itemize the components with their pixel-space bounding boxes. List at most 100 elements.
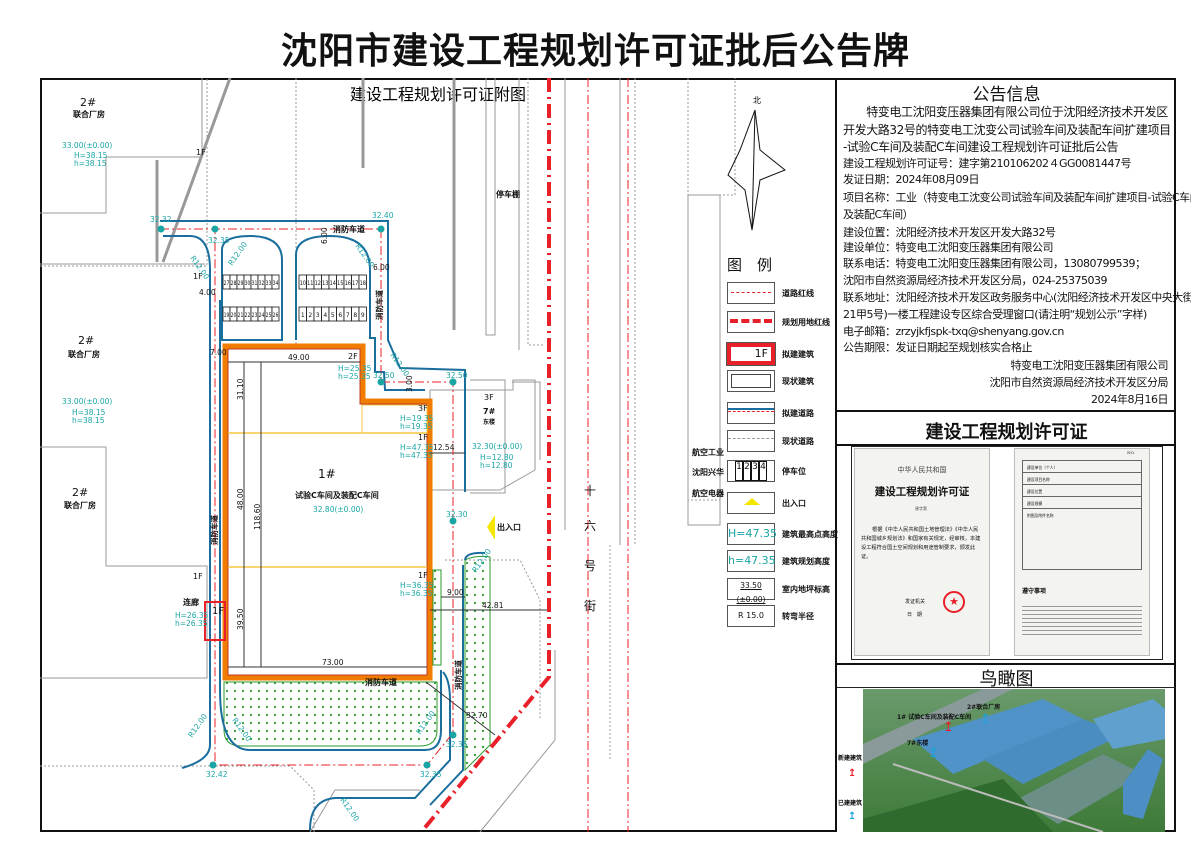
legend-label: 现状建筑 [782, 377, 814, 386]
parking-number: 25 [266, 312, 272, 319]
svg-text:联合厂房: 联合厂房 [73, 109, 105, 119]
divider [837, 663, 1176, 665]
permit-front-image: 中华人民共和国 建设工程规划许可证 建字第 根据《中华人民共和国土地管理法》《中… [854, 448, 990, 656]
parking-number: 5 [331, 312, 335, 319]
svg-text:6.00: 6.00 [373, 263, 390, 272]
svg-text:联合厂房: 联合厂房 [68, 349, 100, 359]
svg-text:h=19.35: h=19.35 [400, 422, 433, 431]
svg-text:32.50: 32.50 [446, 371, 468, 380]
new-building-marker-icon: ↥ [943, 720, 954, 735]
svg-text:h=36.35: h=36.35 [400, 589, 433, 598]
legend-proposed-building: 1F [726, 342, 776, 366]
permit-row: 建设规模 [1023, 497, 1141, 509]
svg-text:32.32: 32.32 [150, 215, 172, 224]
svg-text:31.10: 31.10 [236, 378, 245, 400]
existing-building-marker-icon: ↥ [928, 746, 939, 761]
legend-label: 建筑最高点高度 [782, 530, 838, 539]
svg-text:42.81: 42.81 [482, 601, 504, 610]
signature-bureau: 沈阳市自然资源局经济技术开发区分局 [989, 376, 1169, 389]
legend-label: 道路红线 [782, 289, 814, 298]
map-labels: 2# 联合厂房 2# 联合厂房 2# 联合厂房 1F 1F 1F 消防车道 消防… [64, 96, 725, 687]
aerial-view: 新建建筑 ↥ 已建建筑 ↥ 1# 试验C车间及装配C车间 2#联合厂房 7#东楼… [837, 687, 1176, 833]
legend-label: 拟建建筑 [782, 350, 814, 359]
parking-number: 16 [345, 280, 351, 287]
svg-text:h=47.35: h=47.35 [400, 451, 433, 460]
existing-building-label: 已建建筑 [838, 800, 863, 807]
parking-number: 32 [259, 280, 265, 287]
parking-number: 23 [252, 312, 258, 319]
svg-text:消防车道: 消防车道 [453, 660, 463, 690]
svg-text:h=12.80: h=12.80 [480, 461, 513, 470]
north-label: 北 [753, 96, 761, 105]
divider [837, 444, 1176, 446]
legend-label: 室内地坪标高 [782, 585, 830, 594]
permit-row: 建设位置 [1023, 485, 1141, 497]
parking-number: 10 [300, 280, 306, 287]
dimension-labels: 49.00 73.00 12.54 9.00 42.81 6.00 4.00 7… [199, 227, 504, 720]
legend-proposed-road [727, 402, 775, 424]
phone-cont: 沈阳市自然资源局经济技术开发区分局，024-25375039 [843, 274, 1107, 287]
permit-table: 建设单位（个人） 建设项目名称 建设位置 建设规模 附图及附件名称 [1022, 460, 1142, 570]
svg-text:消防车道: 消防车道 [333, 224, 365, 234]
svg-text:H=25.35: H=25.35 [338, 364, 372, 373]
notice-period: 公告期限：发证日期起至规划核实合格止 [843, 341, 1033, 354]
parking-number: 9 [361, 312, 365, 319]
svg-text:73.00: 73.00 [322, 658, 344, 667]
legend-road-red-line [727, 282, 775, 304]
email: 电子邮箱：zrzyjkfjspk-txq@shenyang.gov.cn [843, 325, 1064, 338]
seal-stamp-icon: ★ [943, 591, 965, 613]
svg-text:1F: 1F [193, 572, 203, 581]
legend-label: 拟建道路 [782, 409, 814, 418]
parking-number: 6 [338, 312, 342, 319]
svg-text:32.50: 32.50 [373, 371, 395, 380]
parking-number: 20 [231, 312, 237, 319]
parking-space [271, 306, 280, 322]
elevation-points [157, 225, 457, 769]
svg-text:停车棚: 停车棚 [496, 189, 520, 199]
svg-text:3.00: 3.00 [405, 375, 414, 392]
svg-text:R12.00: R12.00 [226, 240, 249, 267]
legend-parking-number: 1 [735, 461, 743, 481]
svg-text:32.30: 32.30 [446, 510, 468, 519]
permit-row: 建设单位（个人） [1023, 461, 1141, 473]
svg-text:联合厂房: 联合厂房 [64, 500, 96, 510]
svg-text:2#: 2# [80, 96, 96, 109]
parking-number: 24 [259, 312, 265, 319]
parking-number: 26 [273, 312, 279, 319]
svg-text:32.35: 32.35 [446, 740, 468, 749]
legend-label: 出入口 [782, 499, 806, 508]
compass-rose-icon [727, 109, 786, 231]
legend-label: 转弯半径 [782, 612, 814, 621]
permit-title: 建设工程规划许可证 [925, 422, 1088, 443]
blue-arrow-icon: ↥ [848, 811, 857, 822]
parking-space [358, 306, 367, 322]
permit-no: NO. [1127, 450, 1135, 455]
aerial-title: 鸟瞰图 [979, 669, 1034, 690]
parking-space [358, 274, 367, 290]
aerial-tag: 2#联合厂房 [967, 704, 1001, 711]
svg-text:32.70: 32.70 [466, 711, 488, 720]
divider [837, 410, 1176, 412]
legend-parking-number: 2 [743, 461, 751, 481]
entrance-arrow-icon [487, 515, 495, 540]
phone: 联系电话：特变电工沈阳变压器集团有限公司，13080799539； [843, 257, 1146, 270]
svg-text:32.42: 32.42 [206, 770, 228, 779]
parking-number: 3 [316, 312, 320, 319]
parking-number: 21 [238, 312, 244, 319]
developer: 建设单位：特变电工沈阳变压器集团有限公司 [843, 241, 1054, 254]
parking-number: 22 [245, 312, 251, 319]
address: 联系地址：沈阳经济技术开发区政务服务中心(沈阳经济技术开发区中央大街 [843, 291, 1191, 304]
permit-country: 中华人民共和国 [897, 466, 947, 474]
aerial-tag: 7#东楼 [907, 740, 929, 747]
legend-label: 建筑规划高度 [782, 557, 830, 566]
svg-text:1F: 1F [212, 606, 224, 617]
legend-parking-number: 3 [751, 461, 759, 481]
legend-floor-elevation: 33.50 (±0.00) [727, 578, 775, 604]
svg-text:H=19.35: H=19.35 [400, 414, 434, 423]
svg-text:3F: 3F [484, 393, 494, 402]
svg-text:号: 号 [584, 559, 596, 573]
permit-attach: 附图及附件名称 [1027, 513, 1054, 518]
parking-number: 29 [238, 280, 244, 287]
svg-text:H=38.15: H=38.15 [72, 408, 106, 417]
